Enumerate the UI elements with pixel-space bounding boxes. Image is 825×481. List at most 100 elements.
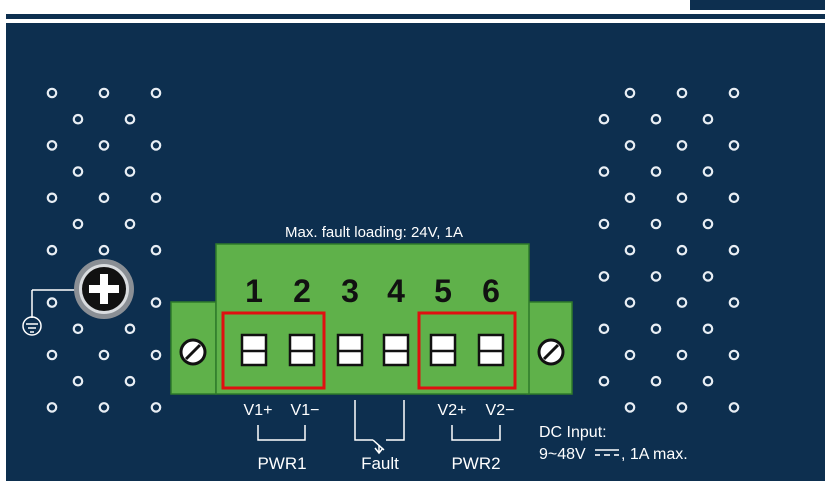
terminal-socket[interactable] bbox=[477, 333, 505, 367]
highlight-pwr1-pins bbox=[221, 311, 326, 390]
vent-hole bbox=[598, 323, 610, 335]
terminal-socket[interactable] bbox=[429, 333, 457, 367]
vent-hole bbox=[150, 140, 162, 151]
vent-hole bbox=[702, 113, 714, 125]
dc-input-range-suffix: , 1A max. bbox=[621, 446, 688, 463]
fault-line-right bbox=[386, 400, 405, 441]
vent-hole bbox=[150, 244, 162, 256]
vent-hole bbox=[676, 349, 688, 361]
vent-hole bbox=[46, 297, 58, 308]
label-v2-minus: V2− bbox=[486, 402, 515, 419]
vent-hole bbox=[72, 323, 84, 335]
vent-hole bbox=[150, 402, 162, 413]
vent-holes-left bbox=[46, 87, 162, 413]
vent-hole bbox=[124, 166, 136, 177]
vent-hole bbox=[598, 218, 610, 230]
vent-hole bbox=[676, 192, 688, 204]
label-pwr2: PWR2 bbox=[451, 454, 500, 473]
terminal-socket[interactable] bbox=[382, 333, 410, 367]
vent-hole bbox=[676, 244, 688, 256]
vent-hole bbox=[98, 87, 110, 99]
vent-hole bbox=[46, 402, 58, 413]
vent-hole bbox=[72, 166, 84, 177]
wiring-lines bbox=[257, 400, 501, 455]
terminal-ear-left bbox=[170, 301, 217, 395]
vent-hole bbox=[728, 244, 740, 256]
vent-hole bbox=[150, 87, 162, 99]
vent-hole bbox=[124, 375, 136, 387]
ground-icon bbox=[22, 289, 80, 336]
pwr2-bracket bbox=[451, 425, 501, 441]
vent-hole bbox=[624, 87, 636, 99]
vent-hole bbox=[98, 402, 110, 413]
vent-hole bbox=[728, 297, 740, 308]
vent-hole bbox=[650, 323, 662, 335]
terminal-socket[interactable] bbox=[336, 333, 364, 367]
fault-loading-label: Max. fault loading: 24V, 1A bbox=[285, 224, 463, 241]
vent-hole bbox=[46, 87, 58, 99]
screw-icon bbox=[537, 338, 565, 366]
vent-hole bbox=[624, 244, 636, 256]
vent-hole bbox=[46, 349, 58, 361]
vent-hole bbox=[72, 375, 84, 387]
vent-hole bbox=[598, 375, 610, 387]
pin-number: 2 bbox=[293, 273, 311, 309]
terminal-socket[interactable] bbox=[288, 333, 316, 367]
vent-hole bbox=[728, 192, 740, 204]
vent-hole bbox=[46, 140, 58, 151]
pin-number: 5 bbox=[434, 273, 452, 309]
vent-holes-right bbox=[598, 87, 740, 413]
vent-hole bbox=[728, 140, 740, 151]
vent-hole bbox=[98, 192, 110, 204]
highlight-pwr2-pins bbox=[417, 311, 517, 390]
vent-hole bbox=[650, 166, 662, 177]
fault-line-left bbox=[354, 400, 373, 441]
vent-hole bbox=[676, 402, 688, 413]
label-fault: Fault bbox=[361, 454, 399, 473]
vent-hole bbox=[650, 375, 662, 387]
vent-hole bbox=[124, 323, 136, 335]
vent-hole bbox=[98, 140, 110, 151]
label-v1-minus: V1− bbox=[291, 402, 320, 419]
vent-hole bbox=[46, 244, 58, 256]
vent-hole bbox=[598, 113, 610, 125]
vent-hole bbox=[598, 166, 610, 177]
vent-hole bbox=[702, 323, 714, 335]
vent-hole bbox=[728, 87, 740, 99]
vent-hole bbox=[124, 218, 136, 230]
vent-hole bbox=[624, 402, 636, 413]
vent-hole bbox=[702, 166, 714, 177]
vent-hole bbox=[150, 192, 162, 204]
vent-hole bbox=[598, 271, 610, 282]
vent-hole bbox=[98, 349, 110, 361]
vent-hole bbox=[72, 218, 84, 230]
vent-hole bbox=[624, 297, 636, 308]
screw-icon bbox=[179, 338, 207, 366]
vent-hole bbox=[650, 113, 662, 125]
vent-hole bbox=[728, 402, 740, 413]
vent-hole bbox=[98, 244, 110, 256]
dc-input-title: DC Input: bbox=[539, 424, 607, 441]
vent-hole bbox=[46, 192, 58, 204]
vent-hole bbox=[676, 140, 688, 151]
label-pwr1: PWR1 bbox=[257, 454, 306, 473]
vent-hole bbox=[150, 297, 162, 308]
dc-input-range-prefix: 9~48V bbox=[539, 446, 586, 463]
vent-hole bbox=[702, 218, 714, 230]
vent-hole bbox=[702, 375, 714, 387]
dc-symbol-icon bbox=[595, 449, 619, 456]
fault-arrow bbox=[374, 445, 384, 455]
pin-number: 6 bbox=[482, 273, 500, 309]
vent-hole bbox=[72, 113, 84, 125]
top-edge-line bbox=[6, 14, 825, 19]
label-v1-plus: V1+ bbox=[244, 402, 273, 419]
vent-hole bbox=[624, 140, 636, 151]
terminal-socket[interactable] bbox=[240, 333, 268, 367]
vent-hole bbox=[624, 349, 636, 361]
grounding-screw-icon bbox=[74, 259, 134, 319]
pwr1-bracket bbox=[257, 425, 306, 441]
terminal-body bbox=[215, 243, 530, 395]
pin-number: 3 bbox=[341, 273, 359, 309]
pin-number: 4 bbox=[387, 273, 405, 309]
